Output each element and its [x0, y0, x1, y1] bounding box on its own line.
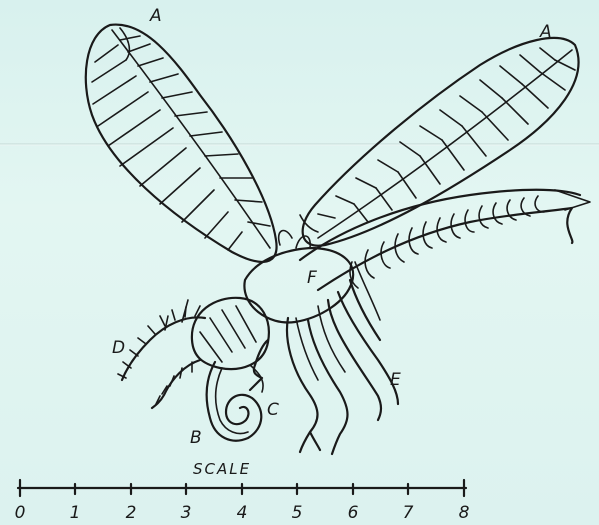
- scale-tick-label: 7: [398, 503, 418, 523]
- scale-title: SCALE: [193, 460, 251, 478]
- scale-tick-label: 4: [232, 503, 252, 523]
- label-proboscis-base: B: [190, 430, 202, 447]
- scale-tick-label: 3: [176, 503, 196, 523]
- label-wing-left: A: [150, 8, 162, 25]
- antennae: [118, 300, 205, 408]
- label-legs: E: [390, 372, 401, 389]
- right-wing: [303, 38, 579, 246]
- thorax: [244, 215, 353, 322]
- scale-tick-label: 2: [121, 503, 141, 523]
- scale-tick-label: 1: [65, 503, 85, 523]
- label-antenna: D: [112, 340, 125, 357]
- scale-tick-label: 0: [10, 503, 30, 523]
- legs: [250, 262, 398, 454]
- label-thorax: F: [307, 270, 317, 287]
- label-proboscis-coil: C: [267, 402, 279, 419]
- left-wing: [86, 25, 277, 262]
- scale-tick-label: 6: [343, 503, 363, 523]
- scale-tick-label: 5: [287, 503, 307, 523]
- scale-bar: [18, 480, 466, 496]
- label-wing-right: A: [540, 24, 552, 41]
- scale-tick-label: 8: [454, 503, 474, 523]
